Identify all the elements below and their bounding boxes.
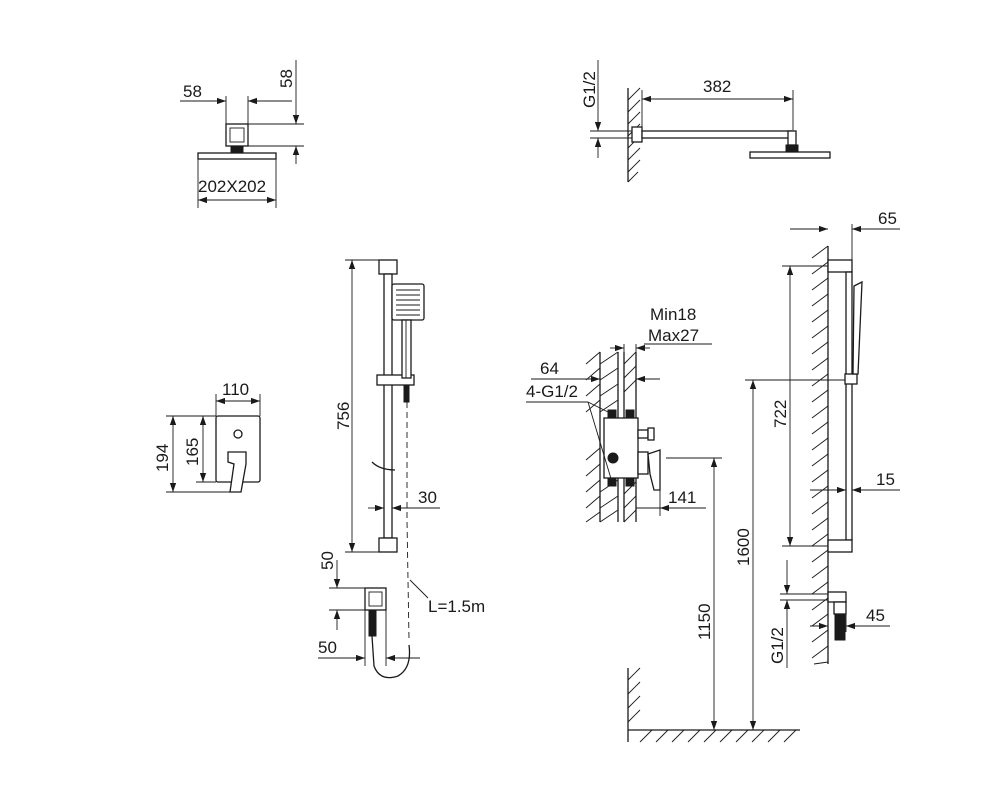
thread-dim: 4-G1/2 [526, 382, 578, 401]
wall-min-dim: Min18 [650, 305, 696, 324]
arm-thread-dim: G1/2 [580, 71, 599, 108]
arm-tube [641, 130, 794, 139]
arm-length-dim: 382 [703, 77, 731, 96]
projection-dim: 141 [668, 488, 696, 507]
diverter-knob [233, 429, 243, 439]
side-rail-length-dim: 722 [771, 400, 790, 428]
hose-loop [371, 635, 411, 679]
head-connector-inner [229, 127, 245, 143]
diverter-cap [647, 427, 655, 441]
valve-port-bottom-right [625, 477, 635, 487]
diverter-stub [637, 429, 649, 439]
side-outlet-nut [834, 613, 846, 641]
rail-offset-dim: 30 [418, 488, 437, 507]
side-outlet-dim: 45 [866, 606, 885, 625]
depth-dim: 64 [540, 359, 559, 378]
hose-curl [371, 461, 396, 471]
head-size-dim: 202X202 [198, 177, 266, 196]
valve-height-inner-dim: 165 [183, 438, 202, 466]
arm-nut [785, 144, 799, 153]
rail-slider [376, 374, 415, 386]
slide-rail-view: 756 30 50 50 L=1.5m [318, 259, 485, 679]
shower-arm-view: 382 G1/2 [580, 60, 831, 183]
valve-handle [227, 451, 247, 493]
hose-nut [403, 385, 410, 403]
head-height-dim: 58 [277, 69, 296, 88]
valve-cartridge [607, 452, 619, 464]
head-connector [225, 123, 249, 147]
rail-top-bracket [378, 259, 398, 275]
handle-base [637, 451, 649, 475]
arm-flange [631, 126, 643, 143]
side-rail-bar [845, 271, 853, 541]
side-thread-dim: G1/2 [768, 627, 787, 664]
side-slider [844, 373, 858, 385]
rail-bar [383, 273, 393, 539]
hand-shower-handle [401, 319, 412, 379]
valve-height-dim: 1150 [695, 603, 714, 640]
head-width-dim: 58 [183, 82, 202, 101]
valve-section-view: Min18 Max27 64 4-G1/2 141 [526, 305, 850, 743]
side-hand-shower [852, 280, 863, 375]
valve-width-dim: 110 [222, 380, 249, 399]
arm-head-plate [749, 151, 831, 159]
valve-port-top-right [625, 409, 635, 419]
wall-elbow-inner [368, 591, 383, 607]
side-top-bracket [827, 259, 853, 273]
elbow-width-dim: 50 [318, 638, 337, 657]
wall-max-dim: Max27 [648, 326, 699, 345]
side-rail-offset-dim: 15 [876, 470, 895, 489]
hose-length-dim: L=1.5m [428, 597, 485, 616]
hose-dashed [406, 402, 410, 641]
wall-elbow [364, 587, 387, 611]
total-height-dim: 1600 [734, 528, 753, 566]
shower-head-view: 58 58 202X202 [180, 60, 304, 208]
side-outlet-body [833, 601, 847, 615]
side-outlet-elbow [827, 591, 847, 603]
valve-body [603, 417, 639, 479]
rail-side-view: 65 722 15 45 G1/2 [768, 209, 900, 668]
head-nut [230, 145, 244, 154]
elbow-nut [368, 609, 377, 637]
section-handle [647, 449, 661, 491]
valve-height-outer-dim: 194 [153, 444, 172, 472]
rail-length-dim: 756 [334, 402, 353, 430]
elbow-height-dim: 50 [318, 551, 337, 570]
side-bottom-bracket [827, 539, 853, 553]
arm-elbow [787, 130, 797, 146]
rail-bottom-bracket [378, 537, 398, 553]
valve-front-view: 110 194 165 [153, 380, 261, 493]
head-plate [197, 152, 277, 160]
side-projection-dim: 65 [878, 209, 897, 228]
